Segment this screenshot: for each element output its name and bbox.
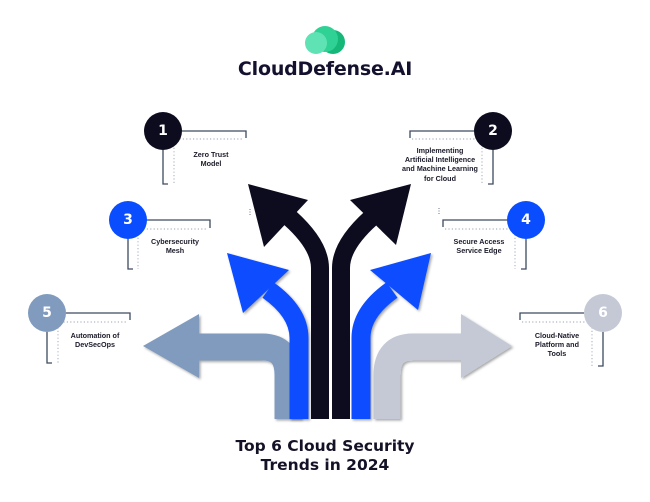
trend-5-label: Automation of DevSecOps bbox=[62, 331, 128, 349]
arrow-trend-2 bbox=[332, 184, 411, 419]
trend-5-label-line: Automation of bbox=[70, 331, 120, 340]
cloud-icon bbox=[305, 26, 345, 54]
arrow-trend-1 bbox=[248, 184, 329, 419]
trend-5-number-badge: 5 bbox=[28, 294, 66, 332]
page-title-line-2: Trends in 2024 bbox=[260, 456, 390, 474]
page-title: Top 6 Cloud Security Trends in 2024 bbox=[0, 437, 650, 475]
connector-trend-6 bbox=[519, 312, 604, 367]
trend-2-label: Implementing Artificial Intelligence and… bbox=[395, 146, 485, 183]
trend-1-label: Zero Trust Model bbox=[178, 150, 244, 168]
arrow-trend-3 bbox=[227, 253, 309, 419]
trend-3-label: Cybersecurity Mesh bbox=[142, 237, 208, 255]
trend-6-number-badge: 6 bbox=[584, 294, 622, 332]
connector-trend-3 bbox=[127, 219, 211, 270]
trend-6-label-line: Tools bbox=[547, 349, 567, 359]
trend-1-label-line: Zero Trust bbox=[193, 150, 229, 159]
trend-2-label-line: for Cloud bbox=[424, 173, 456, 183]
trend-2-label-line: and Machine Learning bbox=[402, 164, 478, 174]
trend-3-label-line: Cybersecurity bbox=[151, 237, 199, 246]
trend-6-label: Cloud-Native Platform and Tools bbox=[524, 331, 590, 359]
trend-6-label-line: Platform and bbox=[535, 340, 579, 350]
trend-6-label-line: Cloud-Native bbox=[534, 331, 580, 340]
arrow-trend-4 bbox=[351, 253, 431, 419]
connector-trend-4 bbox=[438, 208, 527, 270]
trend-5-label-line: DevSecOps bbox=[75, 340, 115, 350]
trend-4-label-line: Service Edge bbox=[456, 246, 502, 256]
trend-4-number-badge: 4 bbox=[507, 201, 545, 239]
trend-1-number-badge: 1 bbox=[144, 112, 182, 150]
trend-4-label-line: Secure Access bbox=[453, 237, 505, 246]
trend-2-label-line: Artificial Intelligence bbox=[404, 155, 476, 165]
arrow-trend-5 bbox=[143, 314, 302, 419]
connector-trend-2 bbox=[409, 130, 494, 185]
trend-2-number-badge: 2 bbox=[474, 112, 512, 150]
trend-2-label-line: Implementing bbox=[416, 146, 464, 155]
trend-3-number-badge: 3 bbox=[109, 201, 147, 239]
arrow-trend-6 bbox=[373, 314, 512, 419]
brand-name: CloudDefense.AI bbox=[237, 58, 413, 80]
trend-4-label: Secure Access Service Edge bbox=[445, 237, 513, 255]
page-title-line-1: Top 6 Cloud Security bbox=[235, 437, 415, 455]
connector-trend-1 bbox=[162, 130, 247, 185]
trend-3-label-line: Mesh bbox=[165, 246, 185, 256]
connector-trend-5 bbox=[46, 312, 131, 364]
trend-1-label-line: Model bbox=[200, 159, 222, 169]
